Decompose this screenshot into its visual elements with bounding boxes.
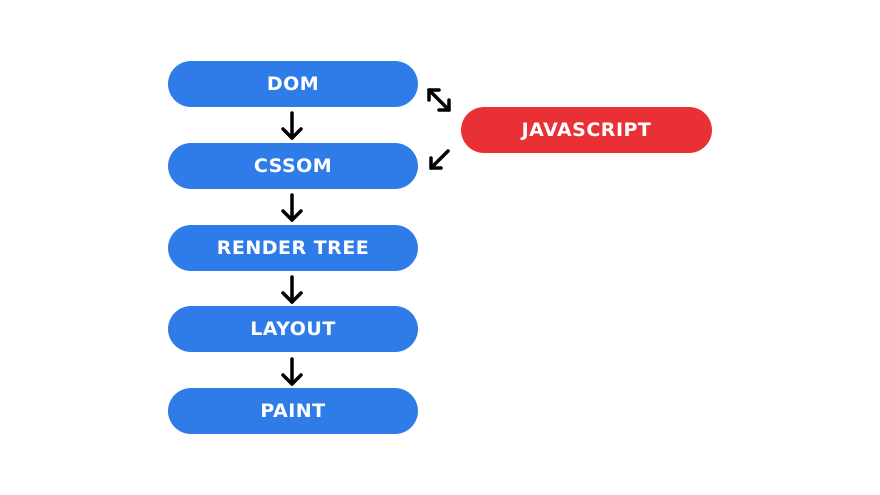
render-tree-node-label: RENDER TREE bbox=[216, 237, 370, 259]
paint-node: PAINT bbox=[168, 388, 418, 434]
dom-node: DOM bbox=[168, 61, 418, 107]
paint-node-label: PAINT bbox=[260, 400, 326, 422]
javascript-node: JAVASCRIPT bbox=[461, 107, 712, 153]
cssom-node-label: CSSOM bbox=[253, 155, 333, 177]
render-tree-node: RENDER TREE bbox=[168, 225, 418, 271]
arrow-layout-to-paint bbox=[281, 357, 303, 386]
layout-node: LAYOUT bbox=[168, 306, 418, 352]
arrow-javascript-to-cssom bbox=[429, 149, 450, 170]
layout-node-label: LAYOUT bbox=[250, 318, 336, 340]
arrow-render-tree-to-layout bbox=[281, 275, 303, 304]
arrow-dom-javascript-bidirectional bbox=[427, 88, 451, 112]
arrow-cssom-to-render-tree bbox=[281, 193, 303, 222]
cssom-node: CSSOM bbox=[168, 143, 418, 189]
arrow-dom-to-cssom bbox=[281, 111, 303, 140]
dom-node-label: DOM bbox=[266, 73, 320, 95]
javascript-node-label: JAVASCRIPT bbox=[521, 119, 652, 141]
